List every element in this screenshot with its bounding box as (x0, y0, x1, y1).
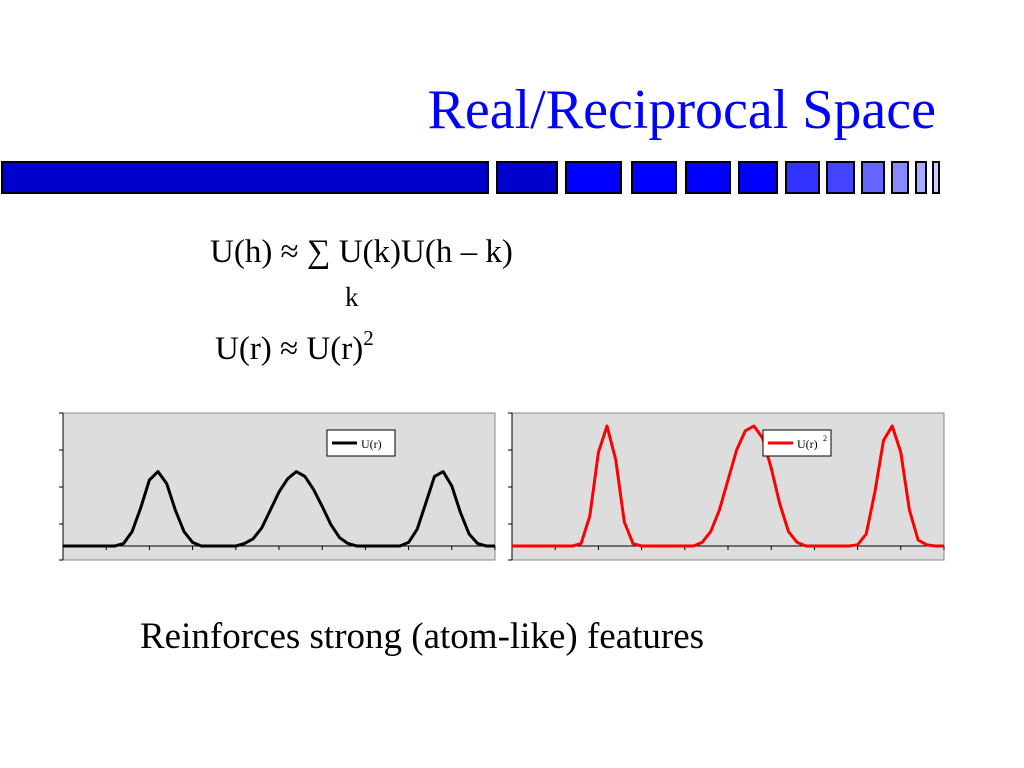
equation-real-exponent: 2 (363, 326, 374, 350)
chart-u-r-squared: U(r) 2 (508, 412, 945, 561)
bar-segment (1, 161, 489, 194)
plot-area (511, 412, 945, 561)
bar-segment (685, 161, 731, 194)
bar-segment (738, 161, 778, 194)
legend-label: U(r) (361, 437, 382, 451)
series-line (63, 470, 495, 548)
equation-real-base: U(r) ≈ U(r) (215, 331, 364, 367)
equation-sum-subscript: k (345, 282, 359, 312)
decorative-bar-strip (1, 161, 940, 194)
bar-segment (932, 161, 940, 194)
slide-caption: Reinforces strong (atom-like) features (140, 616, 705, 657)
series-line (512, 424, 944, 548)
legend-label: U(r) (797, 437, 818, 451)
bar-segment (891, 161, 909, 194)
equation-reciprocal: U(h) ≈ ∑ U(k)U(h – k) (210, 234, 513, 270)
plot-area (62, 412, 496, 561)
legend: U(r) (326, 429, 396, 457)
bar-segment (565, 161, 622, 194)
legend: U(r) 2 (762, 429, 832, 457)
legend-label-superscript: 2 (823, 434, 827, 443)
equation-real: U(r) ≈ U(r)2 (215, 328, 374, 366)
bar-segment (826, 161, 855, 194)
chart-u-r: U(r) (59, 412, 496, 561)
bar-segment (785, 161, 820, 194)
bar-segment (861, 161, 885, 194)
slide-title: Real/Reciprocal Space (427, 79, 936, 141)
bar-segment (496, 161, 558, 194)
bar-segment (631, 161, 677, 194)
bar-segment (915, 161, 927, 194)
